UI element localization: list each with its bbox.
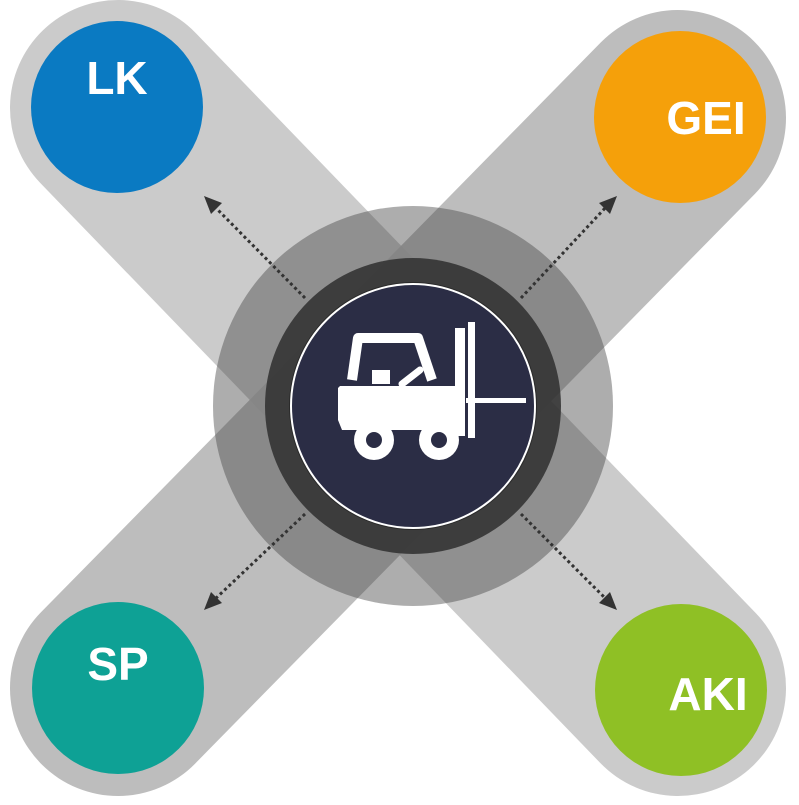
node-lk: LK xyxy=(31,21,203,193)
node-gei: GEI xyxy=(594,31,766,203)
arrow-to-gei xyxy=(519,196,617,300)
arrow-to-aki xyxy=(519,512,617,610)
node-gei-label: GEI xyxy=(666,92,745,144)
node-sp-label: SP xyxy=(87,638,148,690)
forklift-icon xyxy=(338,322,526,460)
node-aki-label: AKI xyxy=(668,668,747,720)
node-lk-label: LK xyxy=(86,52,147,104)
arrow-to-lk xyxy=(204,196,307,300)
node-sp: SP xyxy=(32,602,204,774)
node-aki: AKI xyxy=(595,604,767,776)
center-hub xyxy=(290,283,536,529)
arrow-to-sp xyxy=(204,512,307,610)
